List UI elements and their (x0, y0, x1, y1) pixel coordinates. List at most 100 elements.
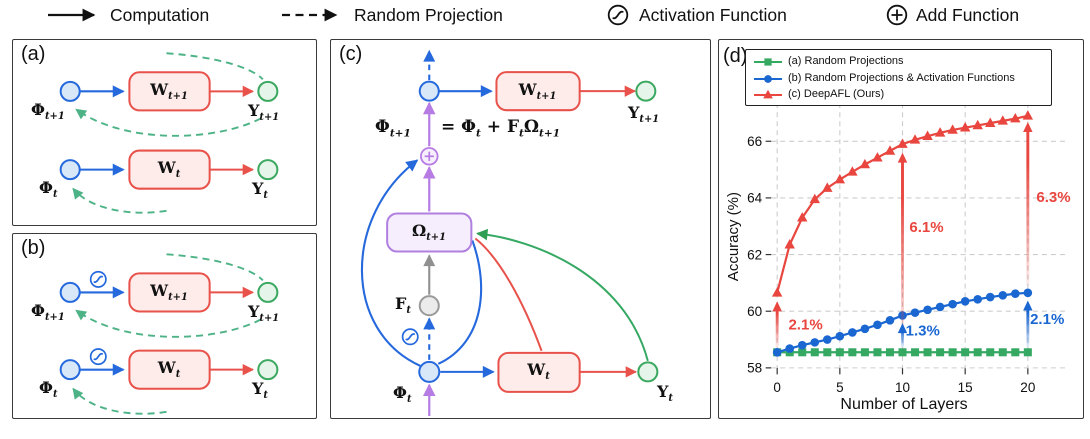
data-marker (764, 58, 772, 66)
chart-legend: (a) Random Projections (b) Random Projec… (745, 49, 1052, 106)
equation-rhs: = Φt + FtΩt+1 (441, 117, 561, 140)
activation-function-icon (607, 4, 629, 26)
y-node (257, 80, 279, 102)
y-t-label: Yt (252, 179, 268, 202)
weight-box-t (497, 351, 581, 393)
data-marker (997, 115, 1008, 125)
w-t-label: Wt (157, 158, 181, 181)
panel-a-diagram (59, 52, 279, 214)
data-marker (809, 193, 820, 204)
legend-item: (a) Random Projections (752, 53, 1047, 70)
data-marker (1023, 288, 1033, 298)
panel-c: (c) Φt+1 = Φt + FtΩt+1 Wt+1 Yt+1 Ωt+1 Ft… (330, 39, 711, 419)
data-marker (985, 117, 996, 127)
data-marker (1023, 348, 1032, 357)
series-circle (772, 288, 1033, 357)
data-marker (885, 348, 894, 357)
random-projection-curve (75, 108, 262, 137)
data-marker (872, 152, 883, 162)
random-projection-curve (166, 52, 264, 81)
panel-a: (a) Φt+1 Wt+1 Yt+1 Φt Wt Yt (12, 39, 317, 226)
y-node (635, 80, 657, 102)
legend-item: (c) DeepAFL (Ours) (752, 86, 1047, 103)
y-node (637, 361, 659, 383)
data-marker (934, 127, 946, 137)
legend-random-projection-label: Random Projection (354, 5, 503, 25)
data-marker (797, 212, 808, 222)
w-t-label: Wt (527, 360, 550, 383)
data-marker (1022, 110, 1034, 120)
data-marker (873, 348, 882, 357)
data-marker (847, 166, 858, 176)
data-marker (972, 119, 983, 130)
legend-marker-triangle (752, 88, 788, 100)
y-t-label: Yt (252, 379, 268, 402)
data-marker (834, 173, 846, 184)
data-marker (784, 239, 795, 249)
data-marker (986, 348, 995, 357)
phi-t1-label: Φt+1 (31, 301, 65, 324)
data-marker (885, 315, 895, 325)
omega-label: Ωt+1 (411, 221, 447, 244)
data-marker (898, 348, 907, 357)
random-projection-curve (75, 309, 262, 338)
phi-node (59, 281, 81, 303)
data-marker (935, 302, 945, 312)
random-projection-curve (72, 187, 167, 214)
panel-a-title: (a) (21, 43, 46, 65)
x-tick-label: 10 (895, 380, 910, 395)
data-marker (959, 122, 971, 132)
phi-t-label: Φt (39, 378, 58, 401)
y-node (257, 159, 279, 181)
annotation-label: 2.1% (1030, 311, 1064, 328)
data-marker (947, 124, 958, 134)
panel-b-diagram (59, 253, 279, 415)
phi-node (59, 80, 81, 102)
x-tick-label: 20 (1020, 380, 1035, 395)
w-t1-label: Wt+1 (518, 80, 557, 103)
data-marker (910, 308, 920, 317)
y-t-label: Yt (657, 382, 673, 405)
legend-label: (b) Random Projections & Activation Func… (788, 71, 1015, 84)
data-marker (973, 295, 983, 304)
data-marker (764, 74, 772, 83)
annotation-label: 1.3% (906, 322, 940, 339)
annotation-label: 2.1% (788, 317, 822, 334)
data-marker (909, 134, 921, 144)
activation-icon (89, 348, 107, 366)
data-marker (859, 158, 871, 169)
phi-to-add-curve (360, 159, 421, 367)
data-marker (873, 320, 882, 330)
data-marker (923, 348, 932, 357)
phi-t1-node (418, 80, 440, 102)
phi-to-omega-curve (437, 240, 483, 365)
phi-node (59, 359, 81, 381)
data-marker (771, 287, 783, 297)
data-marker (985, 292, 995, 302)
phi-t-label: Φt (393, 383, 412, 406)
data-marker (848, 348, 857, 357)
data-marker (973, 348, 982, 357)
data-marker (884, 145, 896, 155)
data-marker (835, 348, 844, 357)
data-marker (998, 348, 1007, 357)
panel-b: (b) Φt+1 Wt+1 Yt+1 Φt Wt Yt (12, 233, 317, 419)
legend-item: (b) Random Projections & Activation Func… (752, 70, 1047, 87)
y-tick-label: 66 (747, 134, 762, 149)
annotation-label: 6.1% (909, 219, 943, 236)
add-icon (420, 147, 439, 166)
computation-arrow-icon (48, 8, 96, 22)
data-marker (923, 305, 932, 315)
legend-label: (a) Random Projections (788, 55, 904, 68)
legend-computation-label: Computation (110, 5, 210, 25)
data-marker (798, 348, 807, 357)
series-square (773, 348, 1032, 357)
y-tick-label: 60 (747, 304, 762, 319)
annotation-label: 6.3% (1036, 189, 1070, 206)
data-marker (948, 299, 957, 309)
omega-box (386, 212, 473, 253)
phi-t-node (418, 360, 441, 383)
y-tick-label: 58 (747, 361, 762, 376)
data-marker (960, 296, 970, 306)
